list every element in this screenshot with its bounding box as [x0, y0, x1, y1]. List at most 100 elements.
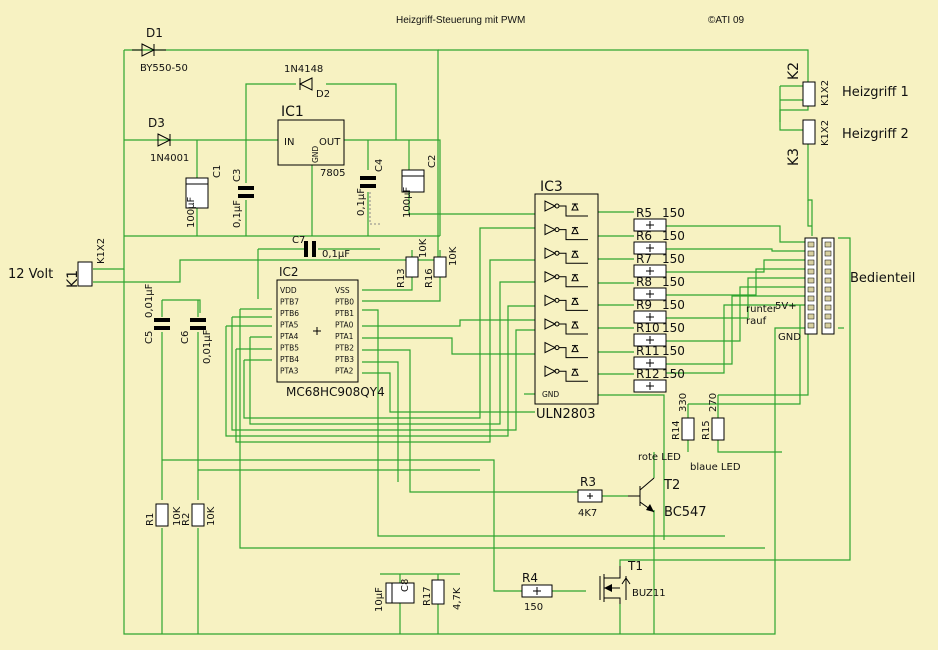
c2-label: C2 — [427, 155, 438, 168]
resistor-r11-value: 150 — [662, 344, 685, 358]
c6-label: C6 — [180, 331, 191, 344]
c7-value: 0,1µF — [322, 249, 350, 260]
k2-connector: K2 K1X2 Heizgriff 1 — [786, 62, 909, 107]
ic3-driver: IC3 ULN2803 GND — [534, 179, 599, 422]
c3-label: C3 — [232, 169, 243, 182]
copyright-label: ©ATI 09 — [708, 15, 745, 26]
ic2-pin-pta1: PTA1 — [335, 332, 354, 341]
ic2-pin-vss: VSS — [335, 286, 350, 295]
r2-value: 10K — [206, 506, 217, 526]
r15-label: R15 — [701, 420, 712, 440]
resistor-r11-label: R11 — [636, 344, 660, 358]
resistor-r12-value: 150 — [662, 367, 685, 381]
c8-capacitor: C8 10µF — [374, 579, 415, 612]
r16-label: R16 — [424, 268, 435, 288]
gnd-label: GND — [778, 332, 801, 343]
resistor-r5: R5 150 — [633, 206, 685, 232]
resistor-r8-label: R8 — [636, 275, 652, 289]
uln-diode-3 — [559, 250, 588, 264]
d2-diode: 1N4148 D2 — [284, 64, 330, 100]
c4-value: 0,1µF — [356, 188, 367, 216]
uln-buffer-4 — [544, 270, 557, 283]
resistor-r5-label: R5 — [636, 206, 652, 220]
r4-value: 150 — [524, 602, 543, 613]
c7-label: C7 — [292, 235, 305, 246]
c6-capacitor: C6 0,01µF — [180, 318, 213, 364]
ic2-pin-ptb7: PTB7 — [280, 298, 299, 307]
ic2-pin-ptb6: PTB6 — [280, 309, 299, 318]
ic1-label: IC1 — [281, 104, 304, 120]
ic1-regulator: IC1 IN OUT GND 7805 — [277, 104, 345, 179]
supply-label: 12 Volt — [8, 267, 53, 282]
t1-mosfet: T1 BUZ11 — [599, 559, 666, 604]
ic2-pin-ptb0: PTB0 — [335, 298, 354, 307]
resistor-r12-label: R12 — [636, 367, 660, 381]
ic3-gnd-pin: GND — [542, 390, 559, 399]
ic2-pin-pta4: PTA4 — [280, 332, 299, 341]
r17-label: R17 — [422, 586, 433, 606]
wires — [93, 49, 851, 635]
k1-connector: K1 K1X2 12 Volt — [8, 238, 107, 288]
d1-label: D1 — [146, 26, 163, 40]
ic1-gnd-pin: GND — [311, 146, 320, 163]
resistor-r5-value: 150 — [662, 206, 685, 220]
r3-value: 4K7 — [578, 508, 597, 519]
k1-label: K1 — [65, 270, 81, 288]
c5-capacitor: C5 0,01µF — [144, 283, 170, 344]
d2-label: D2 — [316, 89, 330, 100]
c3-value: 0,1µF — [232, 200, 243, 228]
r13-label: R13 — [396, 268, 407, 288]
ic1-in-pin: IN — [284, 137, 294, 148]
c8-label: C8 — [400, 579, 411, 592]
c1-capacitor: C1 100µF — [185, 165, 223, 228]
heizgriff1-label: Heizgriff 1 — [842, 85, 909, 100]
d3-value: 1N4001 — [150, 153, 189, 164]
r4-resistor: R4 150 — [521, 571, 553, 613]
uln-buffer-3 — [544, 247, 557, 260]
r16-value: 10K — [448, 246, 459, 266]
ic2-microcontroller: IC2 MC68HC908QY4 VDDPTB7PTB6PTA5PTA4PTB5… — [276, 265, 385, 399]
ic2-pin-ptb4: PTB4 — [280, 355, 299, 364]
ic1-out-pin: OUT — [319, 137, 341, 148]
resistor-r6-label: R6 — [636, 229, 652, 243]
t1-label: T1 — [627, 559, 643, 573]
d1-diode: D1 BY550-50 — [132, 26, 188, 74]
c5-label: C5 — [144, 331, 155, 344]
uln-diode-1 — [559, 202, 588, 217]
r1-label: R1 — [145, 513, 156, 526]
r13-value: 10K — [418, 238, 429, 258]
uln-buffer-2 — [544, 223, 557, 236]
ic2-pin-pta2: PTA2 — [335, 367, 354, 376]
r17-resistor: R17 4,7K — [422, 579, 463, 610]
t2-value: BC547 — [664, 505, 707, 520]
resistor-r10-label: R10 — [636, 321, 660, 335]
ic2-pin-ptb5: PTB5 — [280, 344, 299, 353]
t1-value: BUZ11 — [632, 588, 666, 599]
bedienteil-label: Bedienteil — [850, 271, 915, 286]
r4-label: R4 — [522, 571, 538, 585]
r3-label: R3 — [580, 475, 596, 489]
uln-diode-7 — [559, 344, 588, 359]
bedienteil-connector: Bedienteil runter 5V+ rauf GND — [746, 237, 915, 343]
uln-diode-4 — [559, 273, 588, 288]
uln-buffer-8 — [544, 365, 557, 378]
k3-connector: K3 K1X2 Heizgriff 2 — [786, 119, 909, 166]
r3-resistor: R3 4K7 — [577, 475, 603, 519]
resistor-r7-label: R7 — [636, 252, 652, 266]
r15-value: 270 — [708, 393, 719, 412]
ic2-pin-pta0: PTA0 — [335, 321, 354, 330]
ic2-label: IC2 — [279, 265, 299, 279]
runter-label: runter — [746, 304, 778, 315]
k2-value: K1X2 — [820, 80, 831, 106]
k3-value: K1X2 — [820, 120, 831, 146]
d3-label: D3 — [148, 116, 165, 130]
t2-transistor: T2 BC547 — [628, 477, 707, 520]
ic2-pin-ptb2: PTB2 — [335, 344, 354, 353]
c4-label: C4 — [374, 159, 385, 172]
r14-resistor: R14 330 rote LED — [638, 393, 695, 463]
